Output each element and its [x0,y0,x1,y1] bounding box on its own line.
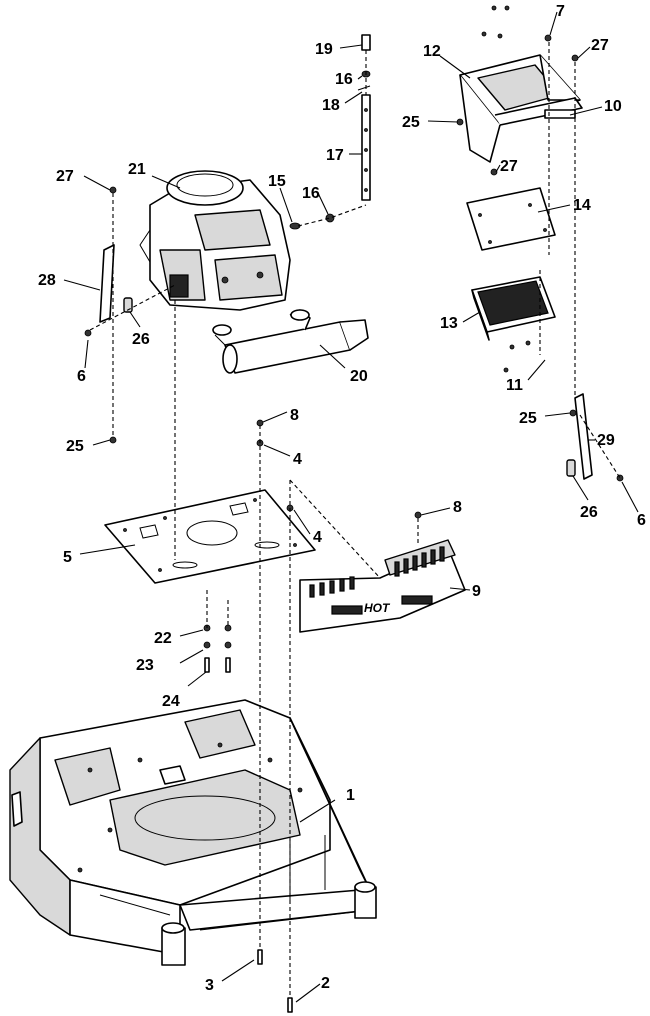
left-bracket [99,244,115,323]
callout-26-left: 26 [132,331,150,348]
grille [471,276,556,373]
callout-9: 9 [472,583,481,600]
callout-10: 10 [604,98,622,115]
callout-27-right: 27 [591,37,609,54]
engine [139,170,291,311]
callout-16-lower: 16 [302,185,320,202]
heat-shield-vents [309,546,445,615]
callout-25-left: 25 [66,438,84,455]
callout-26-right: 26 [580,504,598,521]
callout-21: 21 [128,161,146,178]
callout-27-mid: 27 [500,158,518,175]
leader-lines [63,11,639,1003]
muffler [212,309,369,374]
callout-16-upper: 16 [335,71,353,88]
panel-bracket [459,54,583,163]
callout-24: 24 [162,693,180,710]
callout-1: 1 [346,787,355,804]
callout-2: 2 [321,975,330,992]
callout-20: 20 [350,368,368,385]
callout-6-left: 6 [77,368,86,385]
callout-8-upper: 8 [290,407,299,424]
heat-shield: HOT [299,539,466,633]
frame-assembly [9,699,377,966]
callout-labels: 1 2 3 4 4 5 6 6 7 8 8 9 10 11 12 13 14 1… [38,3,646,994]
callout-17: 17 [326,147,344,164]
callout-15: 15 [268,173,286,190]
callout-6-right: 6 [637,512,646,529]
callout-12: 12 [423,43,441,60]
callout-11: 11 [506,377,523,394]
right-bracket [574,393,593,480]
callout-4-upper: 4 [293,451,302,468]
panel-plate [466,187,556,251]
callout-5: 5 [63,549,72,566]
motor-mount-plate [104,489,316,584]
callout-8-lower: 8 [453,499,462,516]
callout-18: 18 [322,97,340,114]
assembly-lines [89,42,621,998]
callout-22: 22 [154,630,172,647]
callout-25-right: 25 [519,410,537,427]
callout-13: 13 [440,315,458,332]
callout-19: 19 [315,41,333,58]
callout-3: 3 [205,977,214,994]
callout-27-left: 27 [56,168,74,185]
callout-14: 14 [573,197,591,214]
heat-shield-hot-decal: HOT [364,601,391,615]
callout-23: 23 [136,657,154,674]
callout-28: 28 [38,272,56,289]
callout-29: 29 [597,432,615,449]
callout-7: 7 [556,3,565,20]
callout-4-lower: 4 [313,529,322,546]
callout-25-top: 25 [402,114,420,131]
